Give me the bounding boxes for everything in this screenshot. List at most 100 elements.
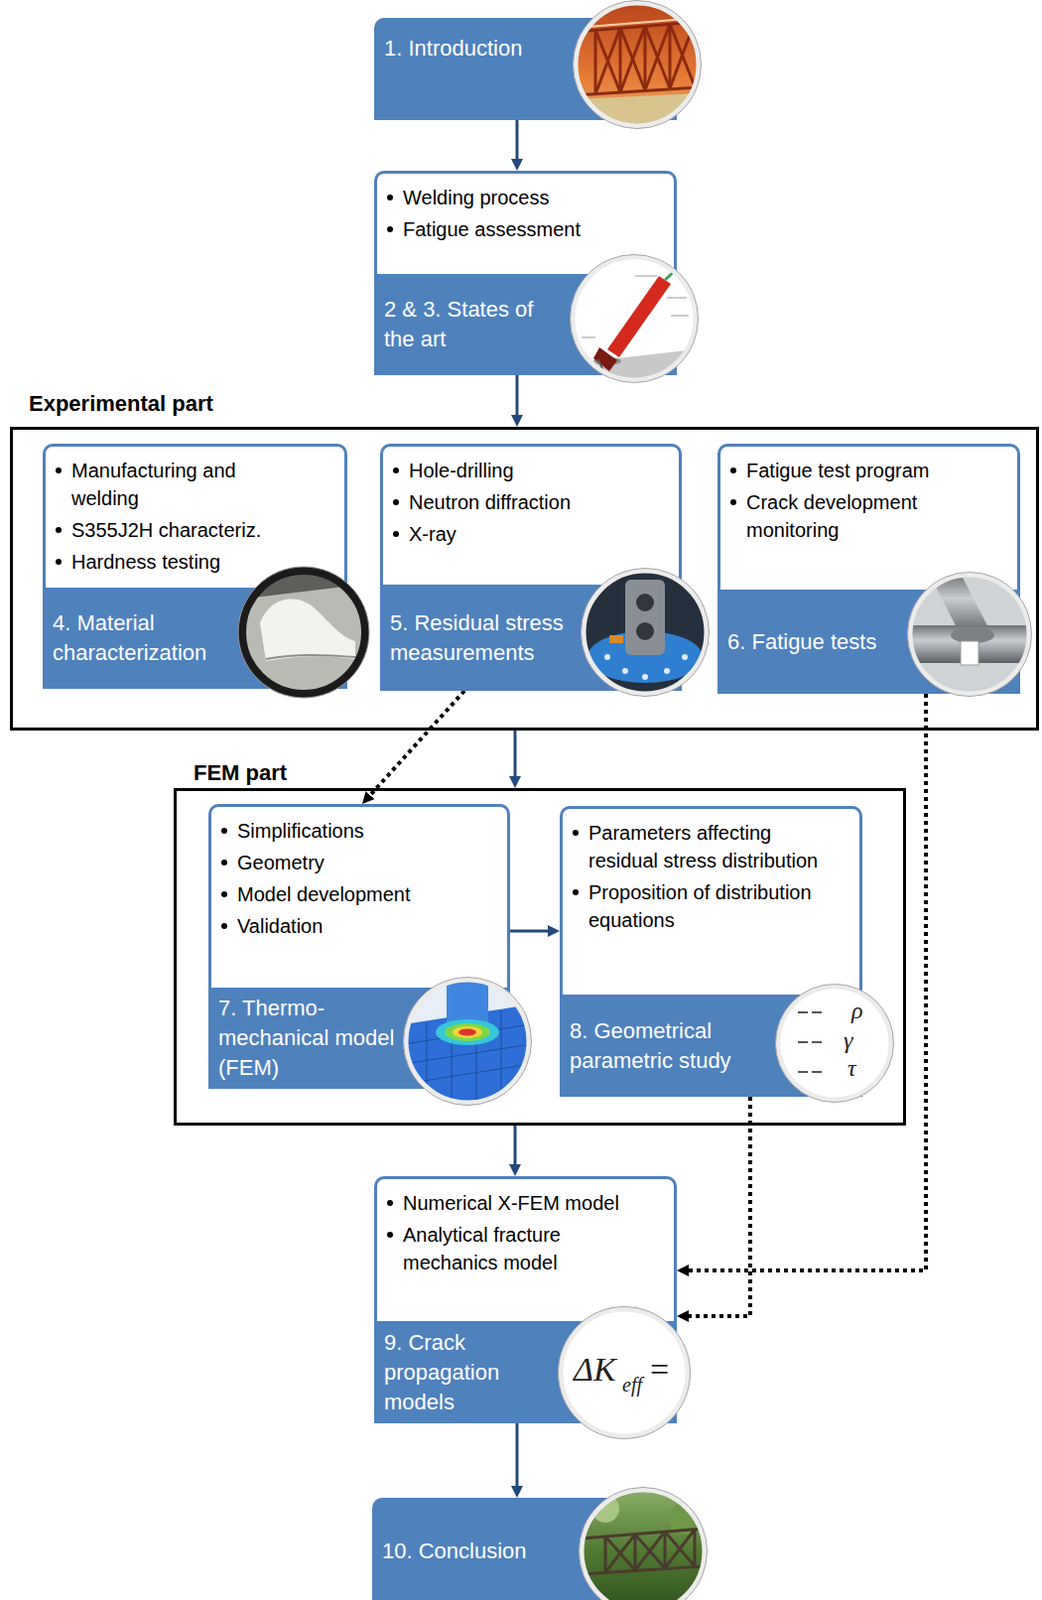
chapter-box: 10. Conclusion — [372, 1497, 676, 1600]
symbol-label: ρ — [851, 996, 864, 1025]
bullet-text: Parameters affecting residual stress dis… — [588, 818, 830, 875]
formula-picture — [558, 1306, 691, 1439]
fem-model-picture — [403, 977, 532, 1108]
bullet-dot — [392, 530, 399, 537]
flow-arrow — [516, 120, 520, 161]
chapter-title: 8. Geometrical parametric study — [569, 1016, 775, 1076]
title-band: 4. Material characterization — [42, 587, 348, 689]
bullet-dot — [387, 1199, 393, 1206]
bullet-dot — [387, 194, 393, 201]
bullet-text: Analytical fracture mechanics model — [402, 1220, 654, 1277]
flow-arrow — [514, 1125, 518, 1167]
chapter-title: 10. Conclusion — [382, 1536, 578, 1566]
bullet-dot — [55, 558, 62, 565]
bullet-dot — [387, 226, 393, 233]
bullet-dot — [387, 1231, 393, 1238]
bullet-item: Proposition of distribution equations — [588, 878, 830, 934]
bullet-dot — [221, 922, 228, 929]
welding-torch-sketch — [570, 255, 699, 389]
bullet-text: Fatigue assessment — [402, 215, 654, 244]
bullet-item: Neutron diffraction — [408, 488, 659, 517]
chapter-title: 9. Crack propagation models — [384, 1327, 557, 1418]
bullet-dot — [55, 526, 62, 533]
bullet-panel: Fatigue test programCrack development mo… — [717, 443, 1021, 590]
bullet-panel: Welding processFatigue assessment — [374, 170, 677, 274]
bullet-text: Numerical X-FEM model — [402, 1188, 654, 1217]
symbol-label: ΔK — [573, 1349, 617, 1389]
bullet-text: Manufacturing and welding — [71, 456, 275, 513]
bullet-text: Fatigue test program — [746, 456, 998, 485]
title-band: 5. Residual stress measurements — [380, 584, 682, 691]
bullet-text: Hardness testing — [71, 547, 275, 576]
bullet-panel: Manufacturing and weldingS355J2H charact… — [42, 443, 348, 588]
bullet-item: S355J2H characteriz. — [71, 516, 275, 544]
symbol-holder: ΔK — [573, 1349, 617, 1389]
title-band: 6. Fatigue tests — [717, 589, 1021, 694]
bullet-text: Geometry — [237, 848, 488, 877]
chapter-box: Hole-drillingNeutron diffractionX-ray 5. … — [380, 443, 682, 691]
dotted-arrow — [369, 690, 465, 797]
symbol-label: τ — [847, 1053, 857, 1082]
symbol-holder: γ — [843, 1026, 853, 1054]
symbol-label: γ — [843, 1026, 853, 1054]
flow-arrow — [516, 375, 520, 417]
bullet-dot — [572, 829, 579, 836]
bullet-item: Validation — [237, 911, 488, 940]
bullet-dot — [55, 467, 62, 474]
chapter-box: Parameters affecting residual stress dis… — [559, 805, 863, 1097]
group-frame: FEM partSimplificationsGeometryModel dev… — [173, 787, 907, 1126]
chapter-box: 1. Introduction — [374, 17, 677, 121]
bullet-item: Hole-drilling — [408, 456, 659, 485]
group-label-holder: Experimental part — [28, 390, 214, 418]
group-frame: Experimental partManufacturing and weldi… — [9, 426, 1040, 731]
bullet-text: X-ray — [408, 520, 659, 548]
group-label-holder: FEM part — [193, 759, 287, 787]
bullet-dot — [392, 499, 399, 506]
weld-photo — [238, 566, 370, 699]
title-band: 2 & 3. States of the art — [374, 273, 677, 376]
bullet-item: Manufacturing and welding — [71, 456, 275, 513]
flow-arrow — [510, 929, 550, 933]
chapter-title: 5. Residual stress measurements — [390, 608, 580, 668]
symbol-holder: τ — [847, 1053, 857, 1082]
bullet-item: Fatigue assessment — [402, 215, 654, 244]
bullet-item: Fatigue test program — [746, 456, 998, 485]
group-label: Experimental part — [28, 390, 214, 418]
bullet-item: Geometry — [237, 848, 488, 877]
bullet-item: Parameters affecting residual stress dis… — [588, 818, 830, 875]
title-band: 7. Thermo- mechanical model (FEM) — [208, 987, 511, 1089]
bullet-item: Crack development monitoring — [746, 488, 998, 544]
bullet-item: Analytical fracture mechanics model — [402, 1220, 654, 1277]
bullet-item: Hardness testing — [71, 547, 275, 576]
symbol-label: eff — [622, 1373, 643, 1397]
diffraction-machine-photo — [581, 568, 710, 697]
bullet-text: Neutron diffraction — [408, 488, 659, 517]
bullet-dot — [221, 859, 228, 866]
bullet-item: Numerical X-FEM model — [402, 1188, 654, 1217]
flow-arrow — [514, 730, 518, 779]
bullet-panel: Numerical X-FEM modelAnalytical fracture… — [374, 1175, 677, 1321]
chapter-box: Manufacturing and weldingS355J2H charact… — [42, 443, 348, 689]
title-band: 8. Geometrical parametric study — [559, 994, 863, 1097]
bullet-dot — [392, 467, 399, 474]
bullet-dot — [730, 499, 737, 506]
title-band: 9. Crack propagation models — [374, 1320, 677, 1424]
bullet-text: Model development — [237, 880, 488, 909]
bullet-panel: Parameters affecting residual stress dis… — [559, 805, 863, 995]
chapter-title: 1. Introduction — [384, 33, 572, 64]
symbols-picture — [776, 984, 895, 1103]
chapter-title: 2 & 3. States of the art — [384, 294, 569, 355]
bullet-text: Welding process — [402, 183, 654, 212]
forest-bridge-photo — [579, 1487, 708, 1600]
bullet-item: X-ray — [408, 520, 659, 548]
chapter-title: 4. Material characterization — [52, 608, 237, 668]
bullet-dot — [730, 467, 737, 474]
chapter-box: Fatigue test programCrack development mo… — [717, 443, 1021, 694]
bullet-text: Proposition of distribution equations — [588, 878, 830, 934]
bullet-dot — [221, 891, 228, 898]
bullet-text: Crack development monitoring — [746, 488, 998, 544]
symbol-holder: = — [650, 1349, 669, 1389]
bullet-panel: SimplificationsGeometryModel development… — [208, 803, 511, 988]
symbol-holder: ρ — [851, 996, 864, 1025]
symbol-holder: eff — [622, 1373, 643, 1397]
